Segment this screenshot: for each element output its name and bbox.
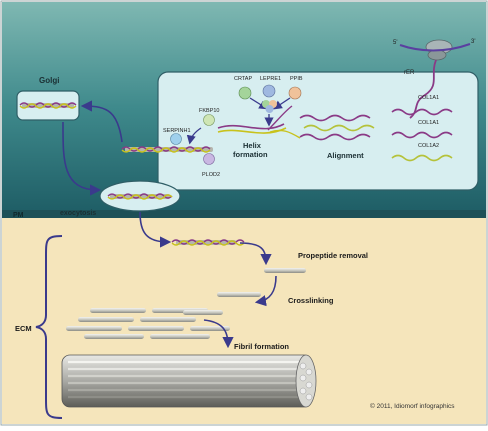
crosslinking-arrow bbox=[254, 275, 277, 307]
golgi-to-vesicle-arrow bbox=[62, 121, 102, 196]
vesicle-to-ecm-arrow bbox=[139, 211, 172, 248]
alignment-label: Alignment bbox=[327, 151, 364, 160]
er-to-golgi-arrow bbox=[80, 100, 123, 143]
crosslinked-array bbox=[66, 308, 230, 339]
rer-label: rER bbox=[404, 70, 415, 76]
crtap-label: CRTAP bbox=[234, 76, 252, 82]
lepre1-label: LEPRE1 bbox=[260, 76, 281, 82]
fibril-arrow bbox=[203, 319, 234, 349]
golgi-procollagen bbox=[19, 102, 77, 109]
plod2-label: PLOD2 bbox=[202, 172, 220, 178]
ecm-label: ECM bbox=[15, 324, 32, 333]
ecm-brace bbox=[35, 235, 63, 419]
ppib-icon bbox=[288, 86, 302, 100]
helix-label-line1: Helix bbox=[243, 141, 262, 150]
col1a1-label-2: COL1A1 bbox=[418, 120, 439, 126]
collagen-fibril bbox=[61, 354, 317, 408]
exocytosis-label: exocytosis bbox=[60, 210, 96, 217]
vesicle-procollagen bbox=[107, 193, 173, 200]
ecm-procollagen bbox=[171, 239, 245, 246]
col1a2-label: COL1A2 bbox=[418, 143, 439, 149]
complex-icon bbox=[262, 100, 277, 113]
plod2-icon bbox=[203, 153, 215, 165]
serpinh1-icon bbox=[170, 133, 182, 145]
fkbp10-icon bbox=[203, 114, 215, 126]
col1a2-chain bbox=[391, 154, 453, 162]
col1a1-label-1: COL1A1 bbox=[418, 95, 439, 101]
helix-label-line2: formation bbox=[233, 150, 268, 159]
alignment-chains bbox=[299, 114, 375, 141]
fkbp10-label: FKBP10 bbox=[199, 108, 219, 114]
lepre1-icon bbox=[262, 84, 276, 98]
crosslinking-label: Crosslinking bbox=[288, 296, 334, 305]
propeptide-removal-label: Propeptide removal bbox=[298, 251, 368, 260]
fibril-formation-label: Fibril formation bbox=[234, 342, 289, 351]
plasma-membrane bbox=[2, 210, 486, 218]
ppib-arrow bbox=[272, 97, 291, 110]
propeptide-arrow bbox=[239, 242, 272, 266]
fkbp10-arrow bbox=[186, 127, 202, 145]
copyright-text: © 2011, Idiomorf infographics bbox=[370, 402, 455, 410]
five-prime-label: 5' bbox=[393, 40, 397, 46]
tropocollagen-rod bbox=[264, 268, 306, 273]
three-prime-label: 3' bbox=[471, 39, 475, 45]
col1a1-chain-1 bbox=[391, 108, 453, 116]
pm-label: PM bbox=[13, 212, 24, 219]
serpinh1-label: SERPINH1 bbox=[163, 128, 191, 134]
mrna-strand bbox=[399, 43, 471, 52]
helix-formation-strands bbox=[217, 105, 301, 139]
golgi-label: Golgi bbox=[39, 76, 59, 85]
er-exit-procollagen bbox=[121, 146, 213, 153]
nascent-chain bbox=[409, 59, 437, 119]
er-panel bbox=[157, 71, 479, 191]
crosslink-rod bbox=[217, 292, 261, 297]
crtap-icon bbox=[238, 86, 252, 100]
ppib-label: PPIB bbox=[290, 76, 303, 82]
col1a1-chain-2 bbox=[391, 131, 453, 139]
